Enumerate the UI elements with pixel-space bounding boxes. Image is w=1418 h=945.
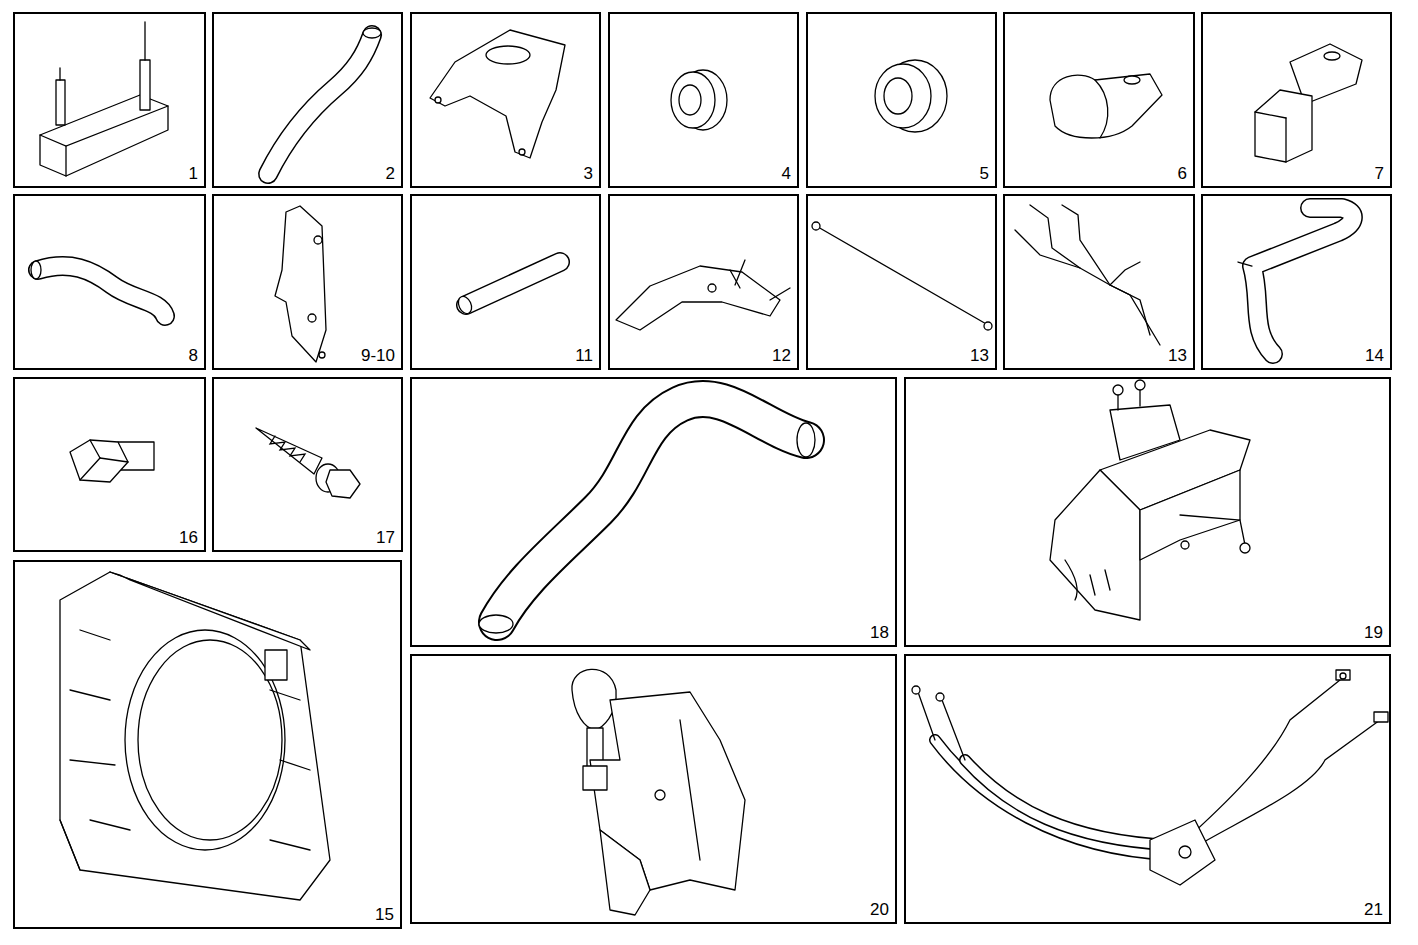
grommet	[671, 70, 727, 130]
support-block	[1255, 44, 1362, 162]
mounting-bracket	[275, 206, 326, 362]
part-panel: 4	[608, 12, 799, 188]
grommet	[875, 60, 947, 132]
shift-cables	[912, 670, 1388, 885]
part-panel: 2	[212, 12, 403, 188]
callout-number: 4	[782, 165, 791, 184]
fan-shroud	[60, 572, 330, 900]
callout-number: 20	[870, 901, 889, 920]
part-panel: 18	[410, 377, 897, 647]
part-panel: 17	[212, 377, 403, 552]
clamp-block	[1050, 74, 1162, 138]
callout-number: 3	[584, 165, 593, 184]
callout-number: 1	[189, 165, 198, 184]
part-panel: 3	[410, 12, 601, 188]
callout-number: 6	[1178, 165, 1187, 184]
part-panel: 12	[608, 194, 799, 370]
callout-number: 13	[1168, 347, 1187, 366]
part-panel: 6	[1003, 12, 1195, 188]
callout-number: 7	[1375, 165, 1384, 184]
pin-bracket	[616, 260, 790, 330]
callout-number: 8	[189, 347, 198, 366]
bolt	[70, 440, 154, 482]
callout-number: 2	[386, 165, 395, 184]
coolant-hose	[31, 261, 165, 316]
part-panel: 13	[806, 194, 997, 370]
part-panel: 19	[904, 377, 1391, 647]
part-panel: 11	[410, 194, 601, 370]
link-rod	[812, 222, 992, 330]
gear-shifter	[572, 669, 745, 915]
part-panel: 9-10	[212, 194, 403, 370]
part-panel: 20	[410, 654, 897, 924]
part-panel: 21	[904, 654, 1391, 924]
callout-number: 19	[1364, 624, 1383, 643]
coolant-pipe	[1238, 208, 1353, 354]
callout-number: 21	[1364, 901, 1383, 920]
screw	[256, 428, 360, 498]
callout-number: 11	[575, 347, 593, 366]
callout-number: 17	[376, 529, 395, 548]
wiring-harness	[1015, 205, 1160, 345]
part-panel: 8	[13, 194, 206, 370]
heater-block	[40, 22, 168, 176]
part-panel: 14	[1201, 194, 1392, 370]
part-panel: 5	[806, 12, 997, 188]
part-panel: 1	[13, 12, 206, 188]
part-panel: 16	[13, 377, 206, 552]
part-panel: 13	[1003, 194, 1195, 370]
radiator-hose	[479, 399, 815, 633]
callout-number: 12	[772, 347, 791, 366]
gearshift-bracket	[1050, 380, 1250, 620]
part-panel: 7	[1201, 12, 1392, 188]
coolant-hose	[268, 28, 381, 174]
callout-number: 18	[870, 624, 889, 643]
callout-number: 9-10	[361, 347, 395, 366]
callout-number: 16	[179, 529, 198, 548]
tube	[456, 262, 560, 316]
callout-number: 14	[1365, 347, 1384, 366]
mounting-bracket	[430, 30, 565, 158]
callout-number: 5	[980, 165, 989, 184]
callout-number: 15	[375, 906, 394, 925]
part-panel: 15	[13, 560, 402, 929]
callout-number: 13	[970, 347, 989, 366]
